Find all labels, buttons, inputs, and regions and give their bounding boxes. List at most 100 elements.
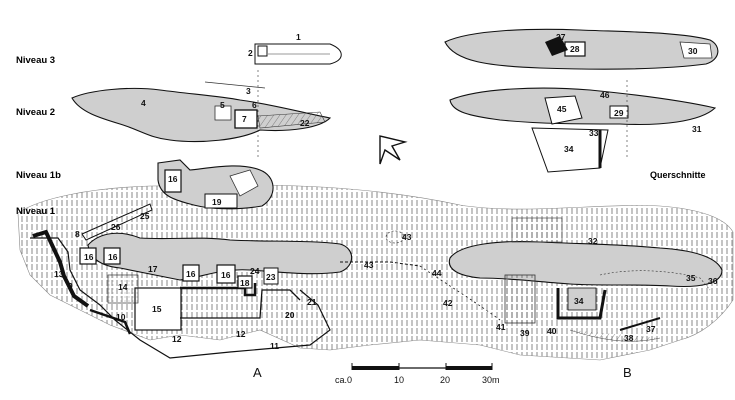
label-24: 24	[250, 266, 260, 276]
label-1: 1	[296, 32, 301, 42]
section-letter-a: A	[253, 365, 262, 380]
rock-line-2a	[204, 81, 266, 89]
label-30: 30	[688, 46, 698, 56]
label-46: 46	[600, 90, 610, 100]
label-niveau1: Niveau 1	[16, 206, 56, 217]
label-41: 41	[496, 322, 506, 332]
label-22: 22	[300, 118, 310, 128]
label-18: 18	[240, 278, 250, 288]
room-23	[263, 267, 279, 285]
scale-20: 20	[440, 375, 450, 385]
label-4: 4	[141, 98, 146, 108]
label-16-e: 16	[168, 174, 178, 184]
label-niveau2: Niveau 2	[16, 107, 55, 118]
slope-38	[569, 329, 661, 342]
label-35: 35	[686, 273, 696, 283]
passage-42	[419, 265, 501, 321]
shaft-39	[504, 274, 536, 324]
room-16-c	[182, 264, 200, 282]
wall-37	[619, 317, 661, 331]
label-23: 23	[266, 272, 276, 282]
room-18	[237, 275, 253, 289]
label-21: 21	[307, 297, 317, 307]
feature-labels: 1 2 3 4 5 6 7 8 9 10 11 12 12 13 14 15 1…	[54, 32, 718, 351]
room-16-b	[103, 247, 121, 265]
room-2	[257, 45, 268, 57]
section-niveau2-b	[449, 87, 717, 126]
label-34-b: 34	[574, 296, 584, 306]
tower-b-upper	[511, 217, 563, 243]
label-44: 44	[432, 268, 442, 278]
label-42: 42	[443, 298, 453, 308]
label-15: 15	[152, 304, 162, 314]
castle-wall-thick	[32, 229, 90, 308]
label-34-a: 34	[564, 144, 574, 154]
label-37: 37	[646, 324, 656, 334]
label-2: 2	[248, 48, 253, 58]
label-14: 14	[118, 282, 128, 292]
rock-19	[229, 169, 259, 197]
label-29: 29	[614, 108, 624, 118]
passage-43	[340, 261, 421, 267]
label-niveau3: Niveau 3	[16, 55, 55, 66]
label-27: 27	[556, 32, 566, 42]
rock-45	[544, 95, 583, 125]
label-16-a: 16	[84, 252, 94, 262]
room-15	[134, 287, 182, 331]
label-26: 26	[111, 222, 121, 232]
label-12-b: 12	[236, 329, 246, 339]
room-16-d	[216, 264, 236, 284]
scale-start: ca.0	[335, 375, 352, 385]
scale-bar	[351, 363, 493, 370]
cave-niveau1-west	[87, 232, 353, 281]
room-27	[545, 36, 568, 56]
label-16-c: 16	[186, 269, 196, 279]
label-16-b: 16	[108, 252, 118, 262]
label-9: 9	[68, 281, 73, 291]
label-6: 6	[252, 100, 257, 110]
room-16-e	[164, 169, 182, 193]
ledge-22	[257, 111, 326, 129]
label-31: 31	[692, 124, 702, 134]
label-39: 39	[520, 328, 530, 338]
label-10: 10	[116, 312, 126, 322]
label-33: 33	[589, 128, 599, 138]
room-16-a	[79, 247, 97, 265]
label-38: 38	[624, 333, 634, 343]
label-12-a: 12	[172, 334, 182, 344]
room-14	[107, 274, 139, 304]
label-45: 45	[557, 104, 567, 114]
label-40: 40	[547, 326, 557, 336]
north-arrow-icon	[379, 135, 408, 165]
label-36: 36	[708, 276, 718, 286]
label-7: 7	[242, 114, 247, 124]
label-32: 32	[588, 236, 598, 246]
label-43-a: 43	[402, 232, 412, 242]
cave-niveau2-a	[71, 87, 332, 143]
scale-30m: 30m	[482, 375, 500, 385]
label-5: 5	[220, 100, 225, 110]
rock-30	[679, 41, 713, 59]
feature-43	[385, 230, 405, 244]
terrace-35	[599, 270, 711, 291]
wall-10	[89, 308, 132, 335]
room-7	[234, 109, 258, 129]
label-16-d: 16	[221, 270, 231, 280]
label-niveau1b: Niveau 1b	[16, 170, 61, 181]
label-11: 11	[270, 341, 279, 351]
label-13: 13	[54, 269, 64, 279]
room-19	[204, 193, 238, 209]
room-29	[609, 105, 629, 119]
section-letter-b: B	[623, 365, 632, 380]
label-20: 20	[285, 310, 295, 320]
castle-wall-diagonal	[81, 203, 153, 241]
scale-10: 10	[394, 375, 404, 385]
label-8: 8	[75, 229, 80, 239]
inner-wall-black	[180, 283, 257, 297]
inner-wall-12	[180, 289, 301, 319]
label-3: 3	[246, 86, 251, 96]
room-34	[567, 287, 597, 311]
label-25: 25	[140, 211, 150, 221]
label-28: 28	[570, 44, 580, 54]
